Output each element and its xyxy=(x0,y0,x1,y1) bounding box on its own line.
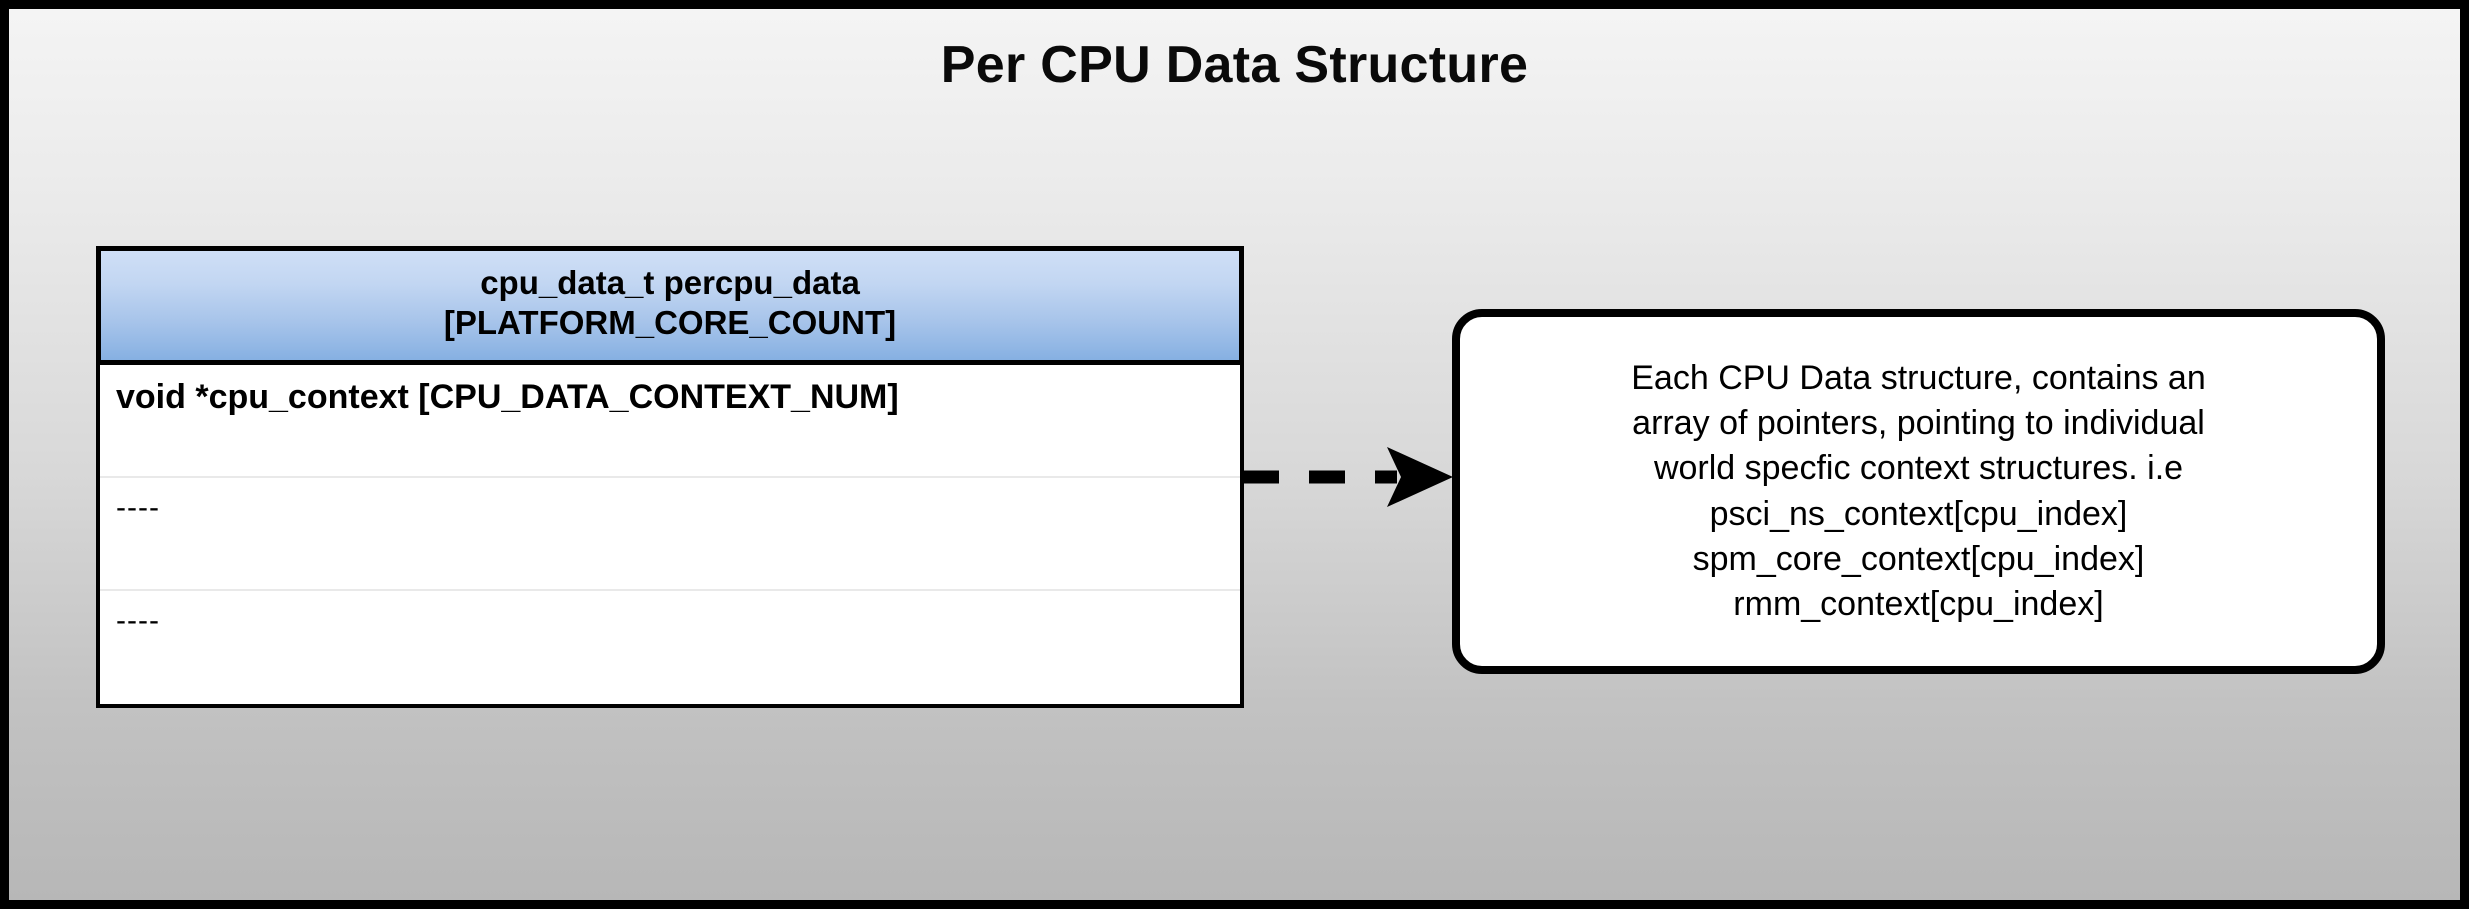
note-line-6: rmm_context[cpu_index] xyxy=(1733,584,2104,623)
note-line-5: spm_core_context[cpu_index] xyxy=(1692,539,2145,578)
dashed-arrow-right-icon xyxy=(1243,447,1453,507)
struct-field-cpu-context: void *cpu_context [CPU_DATA_CONTEXT_NUM] xyxy=(116,377,899,416)
note-line-4: psci_ns_context[cpu_index] xyxy=(1709,494,2128,533)
percpu-data-struct-table: cpu_data_t percpu_data [PLATFORM_CORE_CO… xyxy=(96,246,1244,708)
struct-header-line-1: cpu_data_t percpu_data xyxy=(480,264,860,301)
struct-header-line-2: [PLATFORM_CORE_COUNT] xyxy=(443,304,897,342)
struct-field-placeholder-1: ---- xyxy=(116,490,160,524)
note-line-3: world specfic context structures. i.e xyxy=(1653,449,2184,488)
struct-table-header: cpu_data_t percpu_data [PLATFORM_CORE_CO… xyxy=(96,246,1244,365)
table-row: ---- xyxy=(100,591,1240,704)
struct-table-body: void *cpu_context [CPU_DATA_CONTEXT_NUM]… xyxy=(96,364,1244,708)
note-callout: Each CPU Data structure, contains an arr… xyxy=(1452,309,2385,674)
table-row: ---- xyxy=(100,478,1240,591)
table-row: void *cpu_context [CPU_DATA_CONTEXT_NUM] xyxy=(100,365,1240,478)
page-title: Per CPU Data Structure xyxy=(940,36,1529,94)
connector-arrow xyxy=(1241,441,1457,513)
note-line-2: array of pointers, pointing to individua… xyxy=(1632,404,2205,443)
struct-field-placeholder-2: ---- xyxy=(116,603,160,637)
note-line-1: Each CPU Data structure, contains an xyxy=(1631,358,2206,397)
